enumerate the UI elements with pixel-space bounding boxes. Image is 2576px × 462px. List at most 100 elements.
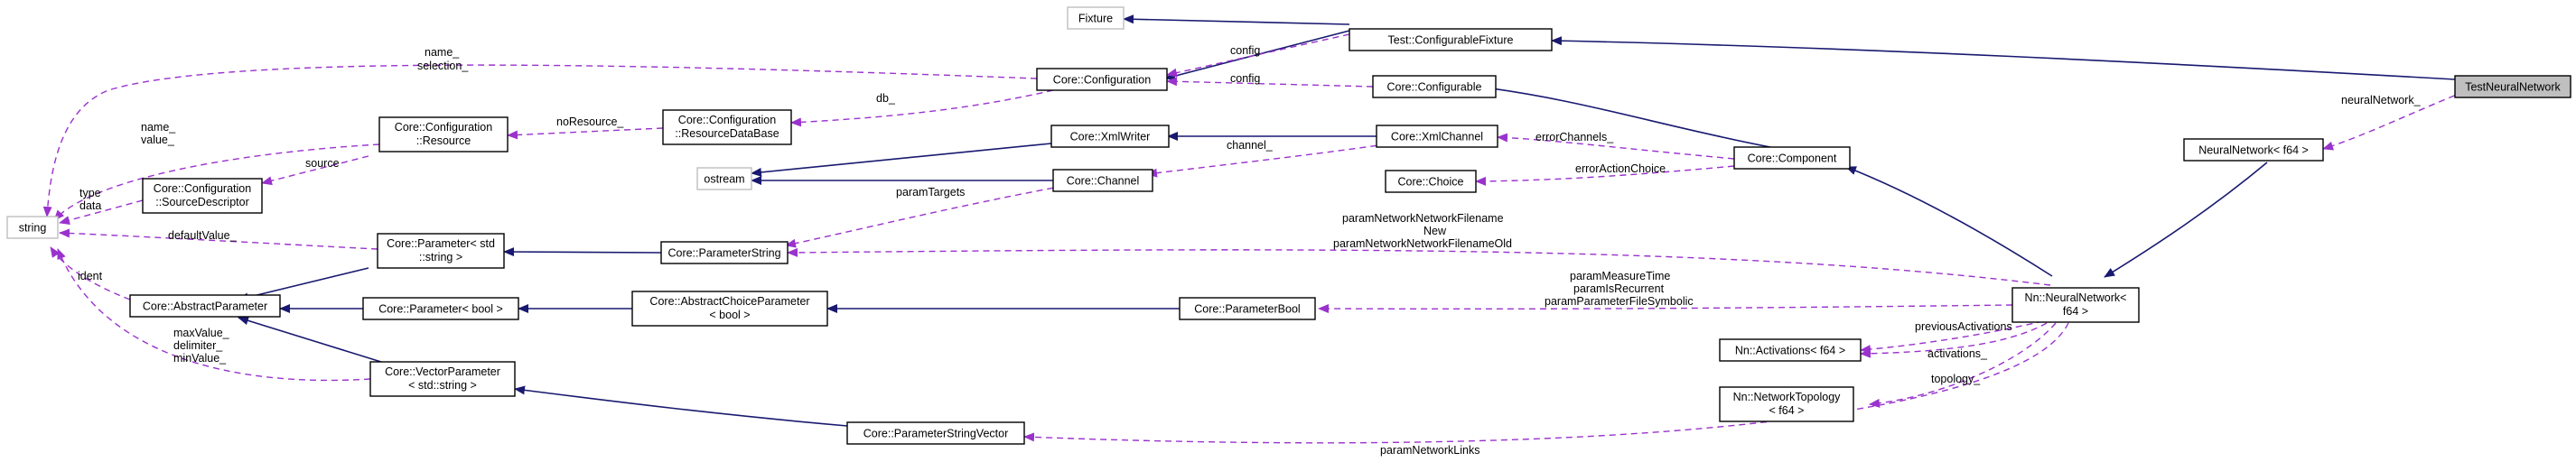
- edge-nn-activations: [1860, 320, 2044, 355]
- edge-resourcedb-resource: [507, 127, 664, 140]
- node-resource-database[interactable]: Core::Configuration ::ResourceDataBase: [662, 109, 792, 145]
- node-parameter-bool-base[interactable]: Core::Parameter< bool >: [362, 297, 519, 320]
- edge-resource-string: [53, 143, 380, 221]
- node-core-channel[interactable]: Core::Channel: [1052, 169, 1153, 192]
- label-name-selection-2: selection_: [417, 60, 469, 72]
- node-xml-writer[interactable]: Core::XmlWriter: [1050, 125, 1170, 148]
- node-network-topology-label-1: Nn::NetworkTopology: [1733, 391, 1842, 403]
- edge-nnf64-neuralnetwork: [2322, 87, 2476, 151]
- node-string-label: string: [19, 222, 47, 235]
- node-source-descriptor-label-2: ::SourceDescriptor: [155, 196, 249, 208]
- node-source-descriptor[interactable]: Core::Configuration ::SourceDescriptor: [142, 178, 263, 214]
- edge-labels: config config neuralNetwork_ name_ selec…: [78, 44, 2422, 457]
- node-xml-channel-label: Core::XmlChannel: [1391, 131, 1483, 143]
- node-fixture[interactable]: Fixture: [1067, 6, 1125, 30]
- node-fixture-label: Fixture: [1078, 13, 1113, 25]
- node-parameter-string-label: Core::ParameterString: [667, 247, 780, 260]
- node-resource-database-label-2: ::ResourceDataBase: [675, 127, 779, 140]
- edge-paramstring-to-paramstringbase: [503, 247, 662, 257]
- edge-choice-erroraction: [1475, 165, 1735, 186]
- label-error-action-choice: errorActionChoice: [1575, 162, 1666, 175]
- label-previous-activations: previousActivations: [1915, 320, 2012, 333]
- node-string[interactable]: string: [6, 216, 59, 239]
- label-neural-network: neuralNetwork_: [2341, 94, 2422, 106]
- edge-configurable-config: [1166, 77, 1374, 88]
- label-topology: topology_: [1931, 373, 1981, 385]
- node-vector-parameter-label-2: < std::string >: [408, 379, 477, 392]
- node-abstract-choice-parameter[interactable]: Core::AbstractChoiceParameter < bool >: [631, 291, 828, 327]
- node-xml-channel[interactable]: Core::XmlChannel: [1376, 125, 1498, 148]
- label-param-network-1: paramNetworkNetworkFilename: [1342, 212, 1504, 225]
- node-activations-label: Nn::Activations< f64 >: [1735, 345, 1845, 357]
- node-core-component-label: Core::Component: [1748, 152, 1837, 165]
- edge-configurablefixture-to-fixture: [1123, 14, 1350, 25]
- node-abstract-choice-parameter-label-1: Core::AbstractChoiceParameter: [649, 295, 809, 308]
- edge-abstractparam-string: [50, 246, 131, 300]
- edge-configuration-resourcedb: [790, 89, 1054, 127]
- label-name-value-2: value_: [141, 134, 175, 146]
- label-error-channels: errorChannels_: [1535, 131, 1614, 143]
- node-abstract-choice-parameter-label-2: < bool >: [709, 309, 750, 321]
- node-core-configurable-label: Core::Configurable: [1387, 81, 1482, 94]
- node-configurable-fixture-label: Test::ConfigurableFixture: [1388, 34, 1514, 47]
- node-core-component[interactable]: Core::Component: [1733, 146, 1851, 170]
- usage-edges: [42, 33, 2476, 444]
- node-configurable-fixture[interactable]: Test::ConfigurableFixture: [1349, 28, 1553, 51]
- node-core-choice-label: Core::Choice: [1398, 176, 1464, 189]
- edge-configurablefixture-to-configuration: [1164, 30, 1350, 81]
- node-ostream-label: ostream: [704, 173, 744, 186]
- edge-vectorparam-to-abstractparam: [238, 316, 397, 367]
- node-abstract-parameter[interactable]: Core::AbstractParameter: [129, 294, 281, 318]
- label-ident: ident: [78, 270, 103, 282]
- node-core-channel-label: Core::Channel: [1067, 175, 1140, 188]
- node-test-neural-network-label: TestNeuralNetwork: [2465, 81, 2561, 94]
- node-vector-parameter[interactable]: Core::VectorParameter < std::string >: [369, 361, 516, 397]
- edge-channel-xmlchannel: [1146, 142, 1399, 178]
- edge-component-to-configurable: [1477, 83, 1771, 148]
- node-parameter-bool-label: Core::ParameterBool: [1194, 303, 1300, 316]
- node-parameter-bool[interactable]: Core::ParameterBool: [1179, 297, 1316, 320]
- node-nn-neural-network-label-1: Nn::NeuralNetwork<: [2025, 291, 2127, 304]
- node-activations[interactable]: Nn::Activations< f64 >: [1719, 338, 1862, 362]
- label-activations: activations_: [1927, 347, 1988, 360]
- edge-xmlchannel-errorchannels: [1497, 133, 1735, 160]
- node-resource-database-label-1: Core::Configuration: [678, 114, 776, 126]
- node-abstract-parameter-label: Core::AbstractParameter: [143, 300, 267, 313]
- node-parameter-std-string[interactable]: Core::Parameter< std ::string >: [377, 233, 505, 269]
- node-configuration-resource[interactable]: Core::Configuration ::Resource: [378, 116, 509, 152]
- node-configuration-resource-label-1: Core::Configuration: [395, 121, 492, 134]
- edge-paramstringbase-to-abstractparam: [238, 267, 369, 302]
- node-test-neural-network[interactable]: TestNeuralNetwork: [2454, 75, 2571, 98]
- edge-vectorparam-string: [57, 248, 371, 382]
- node-core-configuration[interactable]: Core::Configuration: [1036, 68, 1168, 91]
- edge-xmlwriter-to-ostream: [751, 143, 1052, 177]
- node-parameter-std-string-label-2: ::string >: [419, 251, 462, 263]
- node-neural-network-f64[interactable]: NeuralNetwork< f64 >: [2183, 138, 2324, 162]
- edge-sourcedesc-string: [59, 199, 144, 225]
- label-default-value: defaultValue_: [168, 229, 238, 242]
- node-parameter-string-vector[interactable]: Core::ParameterStringVector: [846, 421, 1025, 445]
- node-vector-parameter-label-1: Core::VectorParameter: [385, 365, 500, 378]
- node-core-choice[interactable]: Core::Choice: [1385, 170, 1477, 193]
- node-parameter-std-string-label-1: Core::Parameter< std: [387, 237, 495, 250]
- label-param-bool-3: paramParameterFileSymbolic: [1545, 295, 1694, 308]
- node-core-configurable[interactable]: Core::Configurable: [1372, 75, 1497, 98]
- label-max-delim-min-3: minValue_: [173, 352, 227, 365]
- node-nn-neural-network-label-2: f64 >: [2063, 305, 2088, 318]
- inheritance-edges: [238, 14, 2456, 427]
- label-param-network-links: paramNetworkLinks: [1380, 444, 1479, 457]
- node-network-topology[interactable]: Nn::NetworkTopology < f64 >: [1719, 386, 1854, 422]
- label-config-b: config: [1230, 72, 1260, 85]
- edge-testnn-to-configurablefixture: [1551, 36, 2456, 80]
- node-nn-neural-network[interactable]: Nn::NeuralNetwork< f64 >: [2011, 287, 2140, 323]
- node-xml-writer-label: Core::XmlWriter: [1070, 131, 1151, 143]
- edge-nn-stringvector: [1023, 322, 2069, 444]
- label-type-data-2: data: [79, 199, 101, 212]
- edge-configuration-string: [42, 64, 1038, 217]
- node-source-descriptor-label-1: Core::Configuration: [154, 182, 251, 195]
- edge-nn-topology: [1869, 322, 2057, 408]
- node-configuration-resource-label-2: ::Resource: [416, 134, 471, 147]
- node-ostream[interactable]: ostream: [696, 167, 752, 190]
- node-parameter-string[interactable]: Core::ParameterString: [660, 241, 789, 264]
